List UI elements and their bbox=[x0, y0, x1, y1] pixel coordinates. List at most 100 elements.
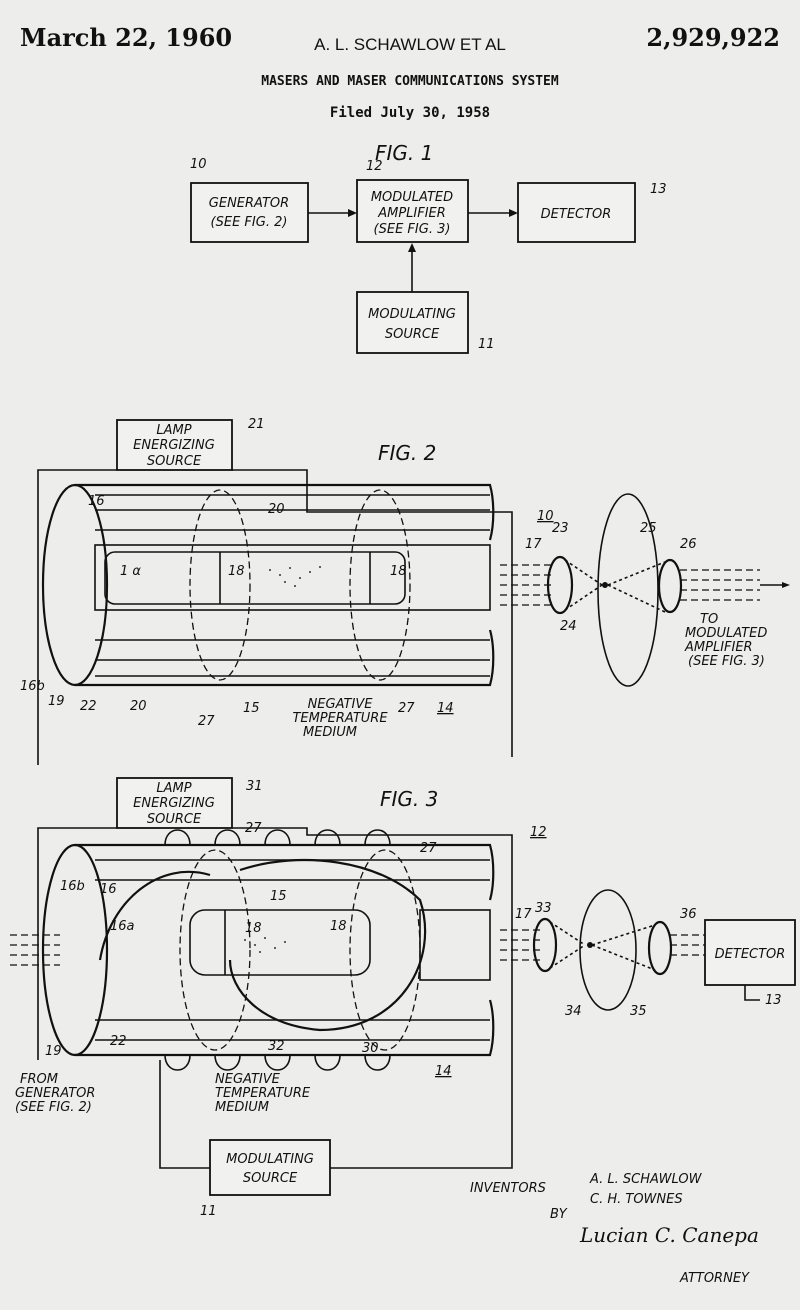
output-label-3: AMPLIFIER bbox=[684, 640, 753, 655]
lamp-label-1: LAMP bbox=[156, 423, 191, 438]
ref3-34: 34 bbox=[565, 1004, 582, 1019]
inventor-2: C. H. TOWNES bbox=[590, 1192, 683, 1207]
inventors-block: INVENTORS A. L. SCHAWLOW C. H. TOWNES BY… bbox=[470, 1172, 759, 1286]
input-label-2: GENERATOR bbox=[15, 1086, 95, 1101]
ref3-27-right: 27 bbox=[420, 841, 437, 856]
ref3-32: 32 bbox=[268, 1039, 285, 1054]
assembly3-ref: 12 bbox=[530, 825, 547, 840]
detector-ref: 13 bbox=[650, 182, 667, 197]
modulating-source-box bbox=[356, 291, 469, 354]
patent-date: March 22, 1960 bbox=[20, 23, 232, 52]
detector-box-3 bbox=[704, 919, 796, 986]
ref-15: 15 bbox=[243, 701, 260, 716]
fig2-generator-drawing: FIG. 2 LAMP ENERGIZING SOURCE 21 10 16 2… bbox=[20, 417, 790, 765]
lens-36 bbox=[647, 920, 673, 976]
inventors-label: INVENTORS bbox=[470, 1181, 546, 1196]
input-label-1: FROM bbox=[20, 1072, 58, 1087]
ref-20-top: 20 bbox=[268, 502, 285, 517]
ref3-17: 17 bbox=[515, 907, 532, 922]
ref-14: 14 bbox=[437, 701, 454, 716]
ref-16b: 16b bbox=[20, 679, 45, 694]
ref-27-right: 27 bbox=[398, 701, 415, 716]
ref-24: 24 bbox=[560, 619, 577, 634]
lens-33 bbox=[532, 917, 558, 973]
medium-label-2: TEMPERATURE bbox=[292, 711, 388, 726]
output-label-4: (SEE FIG. 3) bbox=[688, 654, 765, 669]
ref-27-left: 27 bbox=[198, 714, 215, 729]
ref3-22: 22 bbox=[110, 1034, 127, 1049]
lamp3-ref: 31 bbox=[246, 779, 263, 794]
ref-18-left: 18 bbox=[228, 564, 245, 579]
fig2-label: FIG. 2 bbox=[378, 441, 436, 465]
ref3-16a: 16a bbox=[110, 919, 135, 934]
detector-box bbox=[517, 182, 636, 243]
by-label: BY bbox=[550, 1207, 568, 1222]
detector3-label: DETECTOR bbox=[715, 947, 786, 962]
lamp3-wiring bbox=[37, 827, 513, 1060]
patent-title: MASERS AND MASER COMMUNICATIONS SYSTEM bbox=[261, 74, 559, 89]
lamp3-label-2: ENERGIZING bbox=[133, 796, 215, 811]
modulated-amplifier-box bbox=[356, 179, 469, 243]
ref-1: 1 α bbox=[120, 564, 141, 579]
medium3-label-1: NEGATIVE bbox=[215, 1072, 281, 1087]
ref-19: 19 bbox=[48, 694, 65, 709]
ref-16: 16 bbox=[88, 494, 105, 509]
aperture-disk-35 bbox=[579, 889, 637, 1011]
amplifier-label-1: MODULATED bbox=[371, 190, 453, 205]
lamp-label-3: SOURCE bbox=[147, 454, 202, 469]
lamp3-label-1: LAMP bbox=[156, 781, 191, 796]
ref-25: 25 bbox=[640, 521, 657, 536]
lamp-energizing-source-box-3 bbox=[116, 777, 233, 829]
inventor-line: A. L. SCHAWLOW ET AL bbox=[314, 35, 506, 54]
amplifier-label-3: (SEE FIG. 3) bbox=[374, 222, 451, 237]
modulating-source-box-3 bbox=[209, 1139, 331, 1196]
amplifier-ref: 12 bbox=[366, 159, 383, 174]
aperture-disk-25 bbox=[597, 493, 659, 687]
fig1-block-diagram: FIG. 1 GENERATOR (SEE FIG. 2) 10 MODULAT… bbox=[190, 141, 667, 354]
generator-label-2: (SEE FIG. 2) bbox=[211, 215, 288, 230]
medium3-label-2: TEMPERATURE bbox=[215, 1086, 311, 1101]
output-label-2: MODULATED bbox=[685, 626, 767, 641]
lamp-label-2: ENERGIZING bbox=[133, 438, 215, 453]
input-label-3: (SEE FIG. 2) bbox=[15, 1100, 92, 1115]
ref-18-right: 18 bbox=[390, 564, 407, 579]
attorney-label: ATTORNEY bbox=[679, 1271, 750, 1286]
attorney-signature: Lucian C. Canepa bbox=[579, 1223, 759, 1247]
ref3-35: 35 bbox=[630, 1004, 647, 1019]
ref-23: 23 bbox=[552, 521, 569, 536]
ref-17: 17 bbox=[525, 537, 542, 552]
inventor-1: A. L. SCHAWLOW bbox=[589, 1172, 703, 1187]
lens-26 bbox=[657, 558, 683, 614]
lamp-wiring bbox=[37, 469, 513, 765]
assembly-ref: 10 bbox=[537, 509, 554, 524]
modulating3-label-1: MODULATING bbox=[226, 1152, 314, 1167]
ref-20-bottom: 20 bbox=[130, 699, 147, 714]
medium3-label-3: MEDIUM bbox=[215, 1100, 269, 1115]
ref3-18-left: 18 bbox=[245, 921, 262, 936]
ref3-16b: 16b bbox=[60, 879, 85, 894]
ref3-27-left: 27 bbox=[245, 821, 262, 836]
amplifier-label-2: AMPLIFIER bbox=[377, 206, 446, 221]
modulating-label-1: MODULATING bbox=[368, 307, 456, 322]
ref-26: 26 bbox=[680, 537, 697, 552]
generator-box bbox=[190, 182, 309, 243]
ref3-18-right: 18 bbox=[330, 919, 347, 934]
patent-number: 2,929,922 bbox=[646, 23, 780, 52]
ref3-14: 14 bbox=[435, 1064, 452, 1079]
ref3-33: 33 bbox=[535, 901, 552, 916]
modulating3-label-2: SOURCE bbox=[243, 1171, 298, 1186]
detector-label: DETECTOR bbox=[541, 207, 612, 222]
ref3-16: 16 bbox=[100, 882, 117, 897]
modulating-label-2: SOURCE bbox=[385, 327, 440, 342]
fig1-label: FIG. 1 bbox=[375, 141, 433, 165]
ref-22: 22 bbox=[80, 699, 97, 714]
generator-ref: 10 bbox=[190, 157, 207, 172]
detector3-ref: 13 bbox=[765, 993, 782, 1008]
fig3-label: FIG. 3 bbox=[380, 787, 438, 811]
lamp3-label-3: SOURCE bbox=[147, 812, 202, 827]
ref3-15: 15 bbox=[270, 889, 287, 904]
ref3-36: 36 bbox=[680, 907, 697, 922]
modulating3-ref: 11 bbox=[200, 1204, 217, 1219]
